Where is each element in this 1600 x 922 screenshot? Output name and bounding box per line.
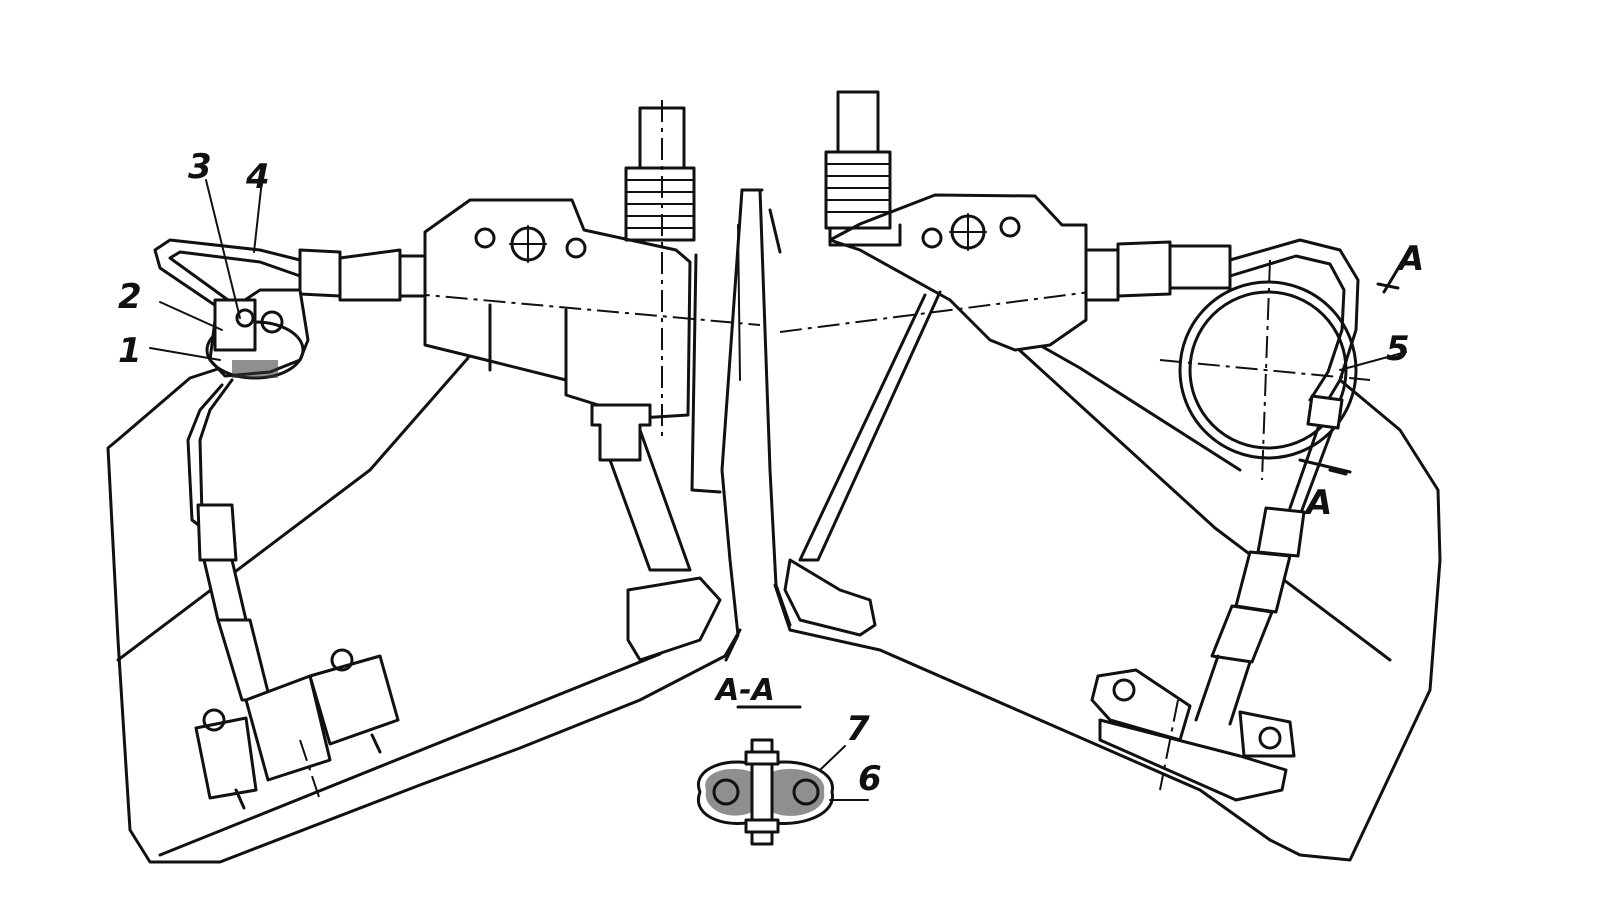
left-piping [153,238,302,702]
left-hull-panel [106,356,742,864]
section-marker-bottom: A [1303,483,1332,523]
callout-5: 5 [1386,329,1410,369]
right-bottom-mount [1090,668,1296,802]
central-keel [690,188,792,662]
callout-6: 6 [858,759,882,799]
callout-4: 4 [245,157,270,197]
callout-1: 1 [118,331,142,371]
right-actuator-housing [779,90,1232,637]
callout-3: 3 [188,147,212,187]
section-marker-top: A [1395,239,1424,279]
callout-2: 2 [118,277,142,317]
left-valve-block [205,288,310,380]
left-actuator-housing [298,100,761,662]
section-title: A-A [714,673,775,708]
callout-7: 7 [846,709,870,749]
left-bottom-mount [194,648,400,810]
callout-labels: 1 2 3 4 5 6 7 A A A-A [118,147,1424,799]
section-a-a-detail [696,705,834,846]
right-piping [1159,238,1371,726]
leader-lines [149,179,1407,801]
